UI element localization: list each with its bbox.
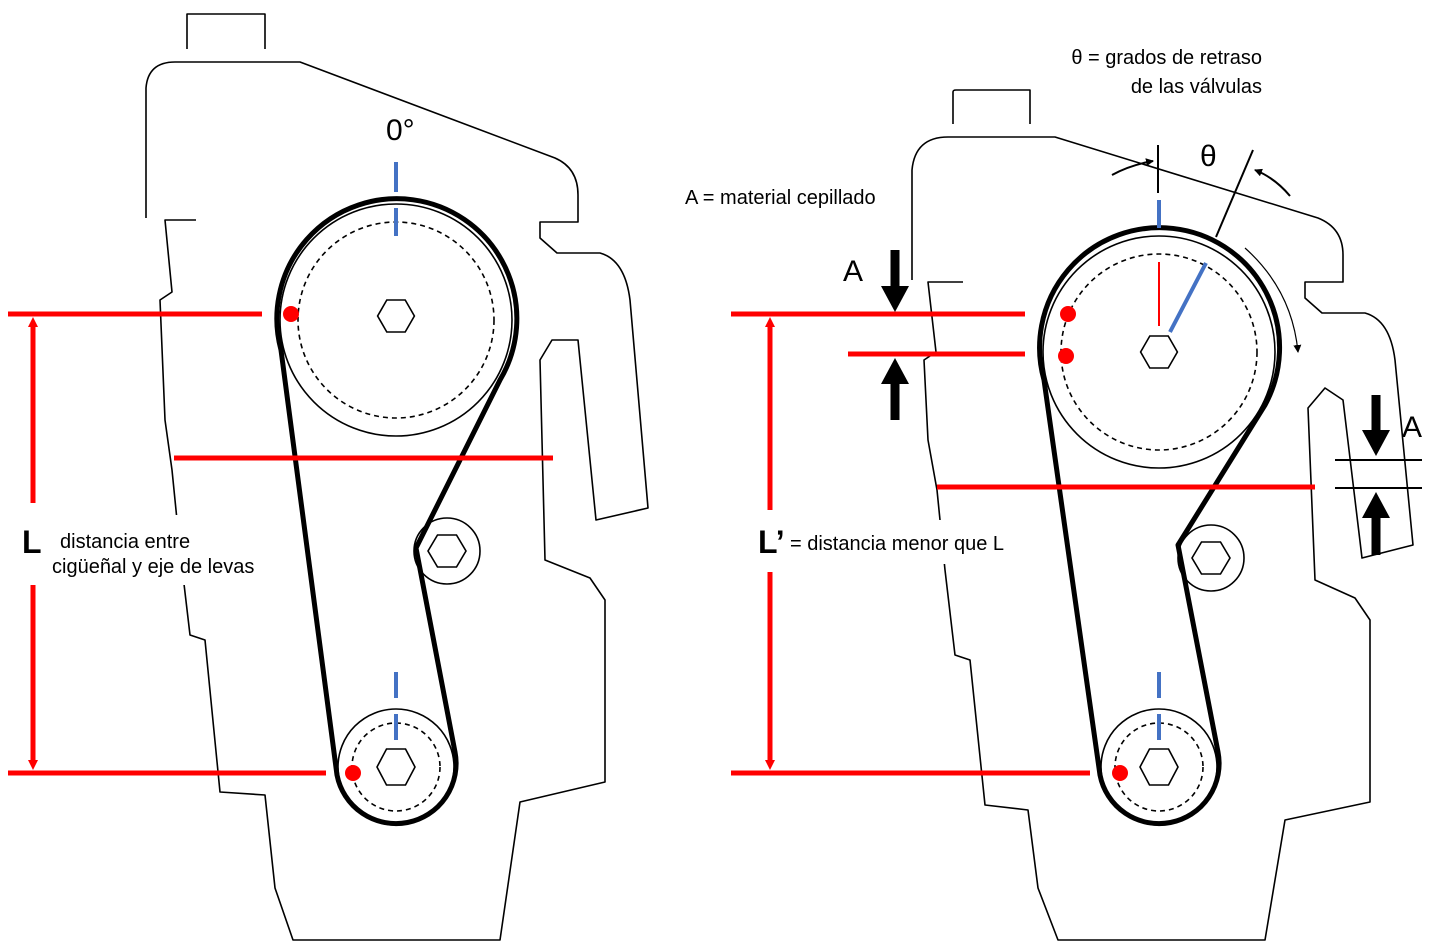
right-theta-symbol: θ	[1200, 140, 1217, 173]
left-top-tab	[186, 13, 266, 49]
right-timing-belt	[1037, 225, 1283, 827]
right-top-tab	[952, 89, 1031, 124]
left-cam-reference-dot	[283, 306, 299, 322]
left-dimension-text-1: distancia entre	[60, 531, 190, 553]
left-cam-bolt-hex	[376, 299, 416, 333]
right-theta-arrow-right	[1254, 168, 1291, 197]
right-cam-timing-mark-rotated	[1168, 262, 1208, 333]
left-crank-bolt-hex	[376, 748, 416, 786]
left-label-mask	[20, 515, 245, 585]
right-crank-bolt-hex	[1139, 748, 1179, 786]
right-material-arrowhead-up-left	[881, 358, 909, 384]
right-cam-reference-dot-new	[1058, 348, 1074, 364]
left-angle-label: 0°	[386, 114, 415, 147]
right-tensioner	[1177, 524, 1245, 592]
left-dimension-text-2: cigüeñal y eje de levas	[52, 556, 254, 578]
right-material-arrowhead-down-left	[881, 286, 909, 312]
left-engine-block	[145, 61, 649, 941]
left-cam-pulley	[279, 203, 513, 437]
right-cam-bolt-hex	[1139, 335, 1179, 369]
right-material-arrowhead-down-right	[1362, 430, 1390, 456]
right-theta-legend-1: θ = grados de retraso	[1071, 47, 1262, 69]
left-engine: 0° L distancia entre cigüeñal y eje de l…	[8, 13, 649, 941]
right-tensioner-hex	[1191, 541, 1231, 575]
right-label-mask	[755, 520, 1035, 564]
right-cam-reference-dot-original	[1060, 306, 1076, 322]
left-tensioner-hex	[427, 534, 467, 568]
right-material-label-left: A	[843, 255, 863, 288]
right-engine: θ = grados de retraso de las válvulas A …	[685, 47, 1422, 941]
left-cam-pulley-pitch	[297, 221, 495, 419]
right-material-legend: A = material cepillado	[685, 187, 876, 209]
right-rotation-arrow	[1244, 247, 1302, 353]
right-engine-block	[911, 136, 1414, 941]
right-material-arrowhead-up-right	[1362, 492, 1390, 518]
left-dimension-letter: L	[22, 524, 42, 560]
right-theta-legend-2: de las válvulas	[1131, 76, 1262, 98]
right-theta-arrow-left	[1111, 158, 1154, 176]
left-timing-belt	[274, 196, 520, 827]
right-cam-pulley	[1042, 235, 1276, 469]
right-crank-reference-dot	[1112, 765, 1128, 781]
left-tensioner	[413, 517, 481, 585]
right-material-label-right: A	[1402, 411, 1422, 444]
left-crank-reference-dot	[345, 765, 361, 781]
right-theta-rotated-line	[1215, 149, 1254, 238]
right-dimension-text: = distancia menor que L	[790, 533, 1004, 555]
right-dimension-letter: L’	[758, 524, 785, 560]
